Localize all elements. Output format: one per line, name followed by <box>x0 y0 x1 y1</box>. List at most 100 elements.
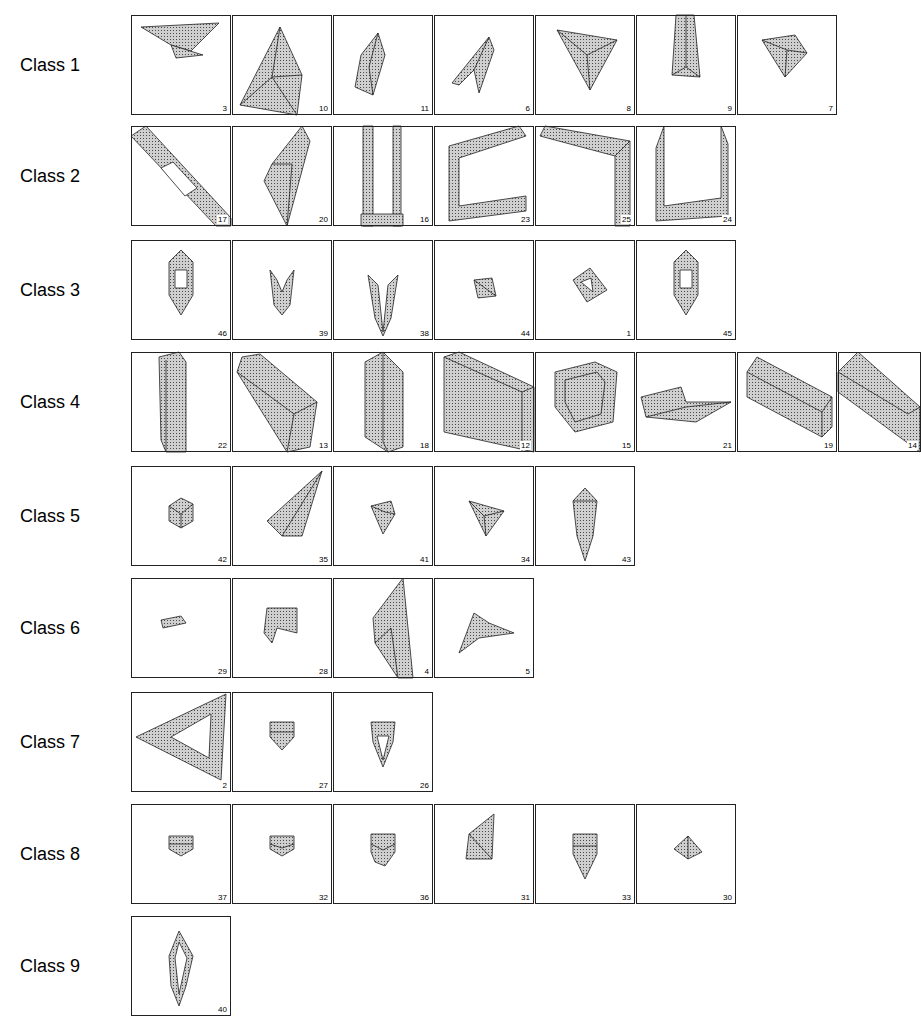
thumbnail-box: 15 <box>535 352 635 452</box>
thumbnail-box: 19 <box>737 352 837 452</box>
thumbnail-box: 9 <box>636 15 736 115</box>
thumbnail-box: 31 <box>434 804 534 904</box>
figure-number: 25 <box>621 215 632 224</box>
figure-number: 26 <box>419 781 430 790</box>
thumbnail-box: 44 <box>434 240 534 340</box>
thumbnail-box: 30 <box>636 804 736 904</box>
figure-number: 6 <box>525 104 531 113</box>
figure-number: 42 <box>217 555 228 564</box>
class-label: Class 4 <box>20 392 80 413</box>
thumbnail-box: 46 <box>131 240 231 340</box>
figure-number: 7 <box>828 104 834 113</box>
thumbnail-box: 27 <box>232 692 332 792</box>
thumbnail-box: 2 <box>131 692 231 792</box>
thumbnail-box: 16 <box>333 126 433 226</box>
figure-number: 5 <box>525 667 531 676</box>
figure-number: 29 <box>217 667 228 676</box>
figure-number: 11 <box>420 104 430 113</box>
figure-number: 32 <box>318 893 329 902</box>
thumbnail-box: 8 <box>535 15 635 115</box>
figure-number: 36 <box>419 893 430 902</box>
thumbnail-box: 38 <box>333 240 433 340</box>
thumbnail-box: 18 <box>333 352 433 452</box>
figure-number: 2 <box>222 781 228 790</box>
thumbnail-box: 36 <box>333 804 433 904</box>
thumbnail-box: 28 <box>232 578 332 678</box>
figure-number: 31 <box>520 893 531 902</box>
thumbnail-box: 34 <box>434 466 534 566</box>
class-label: Class 8 <box>20 844 80 865</box>
thumbnail-box: 21 <box>636 352 736 452</box>
thumbnail-box: 10 <box>232 15 332 115</box>
thumbnail-box: 43 <box>535 466 635 566</box>
thumbnail-box: 13 <box>232 352 332 452</box>
figure-number: 9 <box>727 104 733 113</box>
thumbnail-box: 4 <box>333 578 433 678</box>
class-label: Class 9 <box>20 956 80 977</box>
figure-number: 37 <box>217 893 228 902</box>
thumbnail-box: 29 <box>131 578 231 678</box>
figure-number: 39 <box>318 329 329 338</box>
figure-number: 14 <box>907 441 918 450</box>
thumbnail-box: 33 <box>535 804 635 904</box>
thumbnail-box: 35 <box>232 466 332 566</box>
thumbnail-box: 42 <box>131 466 231 566</box>
figure-number: 43 <box>621 555 632 564</box>
figure-number: 35 <box>318 555 329 564</box>
figure-number: 19 <box>823 441 834 450</box>
figure-number: 4 <box>424 667 430 676</box>
thumbnail-box: 37 <box>131 804 231 904</box>
figure-number: 45 <box>722 329 733 338</box>
figure-number: 41 <box>419 555 430 564</box>
figure-number: 1 <box>626 329 632 338</box>
thumbnail-box: 3 <box>131 15 231 115</box>
figure-number: 23 <box>520 215 531 224</box>
thumbnail-box: 22 <box>131 352 231 452</box>
figure-number: 38 <box>419 329 430 338</box>
figure-number: 8 <box>626 104 632 113</box>
thumbnail-box: 23 <box>434 126 534 226</box>
figure-number: 18 <box>419 441 430 450</box>
figure-number: 15 <box>621 441 632 450</box>
figure-number: 13 <box>318 441 329 450</box>
thumbnail-box: 14 <box>838 352 921 452</box>
thumbnail-box: 11 <box>333 15 433 115</box>
thumbnail-box: 32 <box>232 804 332 904</box>
thumbnail-box: 26 <box>333 692 433 792</box>
figure-number: 17 <box>217 215 228 224</box>
figure-number: 22 <box>217 441 228 450</box>
thumbnail-box: 41 <box>333 466 433 566</box>
figure-number: 44 <box>520 329 531 338</box>
thumbnail-box: 6 <box>434 15 534 115</box>
thumbnail-box: 39 <box>232 240 332 340</box>
figure-number: 24 <box>722 215 733 224</box>
thumbnail-box: 40 <box>131 916 231 1016</box>
figure-number: 10 <box>318 104 329 113</box>
figure-number: 46 <box>217 329 228 338</box>
figure-number: 27 <box>318 781 329 790</box>
figure-number: 40 <box>217 1005 228 1014</box>
thumbnail-box: 1 <box>535 240 635 340</box>
thumbnail-box: 17 <box>131 126 231 226</box>
figure-number: 34 <box>520 555 531 564</box>
figure-number: 16 <box>419 215 430 224</box>
figure-number: 20 <box>318 215 329 224</box>
thumbnail-box: 7 <box>737 15 837 115</box>
thumbnail-box: 25 <box>535 126 635 226</box>
figure-number: 3 <box>222 104 228 113</box>
class-label: Class 2 <box>20 166 80 187</box>
class-label: Class 5 <box>20 506 80 527</box>
thumbnail-box: 5 <box>434 578 534 678</box>
class-label: Class 1 <box>20 55 80 76</box>
thumbnail-box: 12 <box>434 352 534 452</box>
class-label: Class 3 <box>20 280 80 301</box>
figure-number: 12 <box>520 441 531 450</box>
class-label: Class 7 <box>20 732 80 753</box>
figure-number: 28 <box>318 667 329 676</box>
figure-number: 21 <box>722 441 733 450</box>
thumbnail-box: 24 <box>636 126 736 226</box>
figure-number: 33 <box>621 893 632 902</box>
thumbnail-box: 20 <box>232 126 332 226</box>
